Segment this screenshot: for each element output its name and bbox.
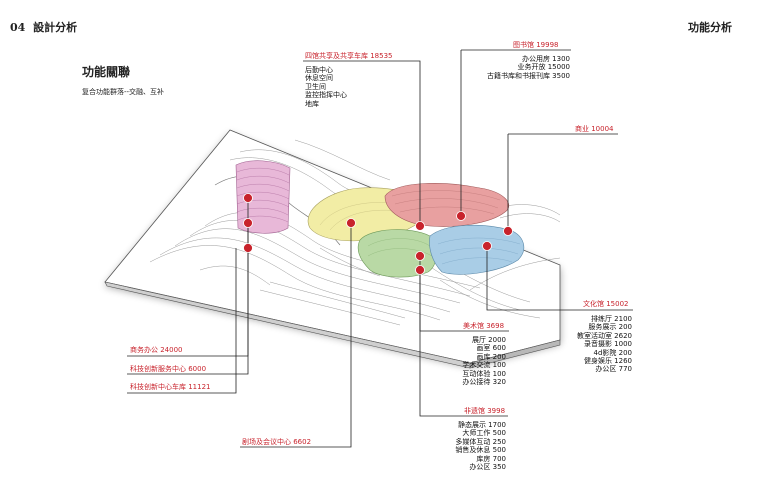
list-item: 卫生间 — [305, 82, 326, 91]
label-library-items: 办公用房 1300 业务开放 15000 古籍书库和书报刊库 3500 — [460, 55, 570, 80]
leader-intangible — [419, 270, 508, 417]
list-item: 展厅 2000 — [471, 336, 506, 344]
culture-mass — [429, 224, 525, 275]
section-number: 04 — [10, 21, 26, 34]
leader-theatre — [240, 223, 352, 448]
page-header-left: 04 設計分析 — [10, 19, 77, 35]
list-item: 办公用房 1300 — [521, 55, 570, 63]
marker-commerce — [503, 226, 513, 236]
diagram-subtitle: 复合功能群落--交融、互补 — [82, 88, 165, 96]
label-shared-garage-items: 后勤中心 休息空间 卫生间 监控指挥中心 地库 — [305, 66, 347, 108]
leader-commerce — [507, 133, 618, 231]
list-item: 服务展示 200 — [588, 323, 632, 332]
list-item: 大师工作 500 — [462, 429, 506, 438]
list-item: 多媒体互动 250 — [455, 437, 506, 446]
list-item: 古籍书库和书报刊库 3500 — [486, 71, 570, 80]
marker-innovation-garage — [243, 243, 253, 253]
list-item: 录音摄影 1000 — [583, 340, 632, 349]
list-item: 办公区 770 — [595, 365, 632, 374]
label-art-items: 展厅 2000 画室 600 画库 200 学术交流 100 互动体验 100 … — [440, 336, 506, 386]
marker-shared-garage — [415, 221, 425, 231]
label-intangible-items: 静态展示 1700 大师工作 500 多媒体互动 250 销售及休息 500 库… — [440, 421, 506, 471]
marker-library — [456, 211, 466, 221]
label-commerce-title: 商业 10004 — [575, 125, 614, 133]
marker-business-office — [243, 193, 253, 203]
marker-theatre — [346, 218, 356, 228]
leader-shared-garage — [303, 60, 421, 226]
list-item: 教室活动室 2620 — [576, 331, 632, 340]
leader-innovation-garage — [127, 248, 237, 394]
list-item: 画室 600 — [476, 344, 506, 353]
list-item: 画库 200 — [476, 352, 506, 361]
label-culture-items: 排练厅 2100 服务展示 200 教室活动室 2620 录音摄影 1000 4… — [562, 315, 632, 374]
marker-innovation-service — [243, 218, 253, 228]
list-item: 排练厅 2100 — [590, 315, 632, 323]
list-item: 静态展示 1700 — [457, 421, 506, 429]
list-item: 互动体验 100 — [462, 369, 506, 378]
list-item: 办公区 350 — [469, 463, 506, 472]
leader-culture — [486, 246, 633, 311]
label-innovation-garage-title: 科技创新中心车库 11121 — [130, 383, 211, 391]
label-library-title: 图书馆 19998 — [513, 41, 559, 49]
list-item: 4d影院 200 — [593, 348, 632, 357]
leader-library — [460, 49, 571, 216]
list-item: 销售及休息 500 — [455, 446, 506, 455]
marker-art — [415, 251, 425, 261]
leader-innovation-service — [127, 223, 249, 375]
label-business-office-title: 商务办公 24000 — [130, 346, 183, 354]
list-item: 健身娱乐 1260 — [583, 357, 632, 366]
label-theatre-title: 剧场及会议中心 6602 — [242, 438, 312, 446]
list-item: 业务开放 15000 — [517, 63, 571, 72]
label-shared-garage-title: 四馆共享及共享车库 18535 — [305, 52, 393, 60]
list-item: 后勤中心 — [305, 66, 333, 74]
list-item: 办公接待 320 — [462, 378, 506, 387]
label-culture-title: 文化馆 15002 — [583, 300, 629, 308]
list-item: 地库 — [305, 99, 319, 108]
list-item: 监控指挥中心 — [305, 91, 347, 100]
page-header-right: 功能分析 — [688, 21, 732, 34]
section-title: 設計分析 — [33, 21, 78, 34]
marker-culture — [482, 241, 492, 251]
list-item: 学术交流 100 — [462, 361, 506, 370]
label-intangible-title: 非遗馆 3998 — [464, 407, 506, 415]
list-item: 休息空间 — [305, 74, 333, 83]
label-art-title: 美术馆 3698 — [463, 322, 505, 330]
business-office-tower — [235, 160, 291, 234]
site-platform — [104, 129, 561, 369]
marker-intangible — [415, 265, 425, 275]
label-innovation-service-title: 科技创新服务中心 6000 — [130, 365, 207, 373]
list-item: 库房 700 — [476, 454, 506, 463]
art-mass — [357, 229, 437, 278]
diagram-title: 功能關聯 — [82, 65, 131, 79]
